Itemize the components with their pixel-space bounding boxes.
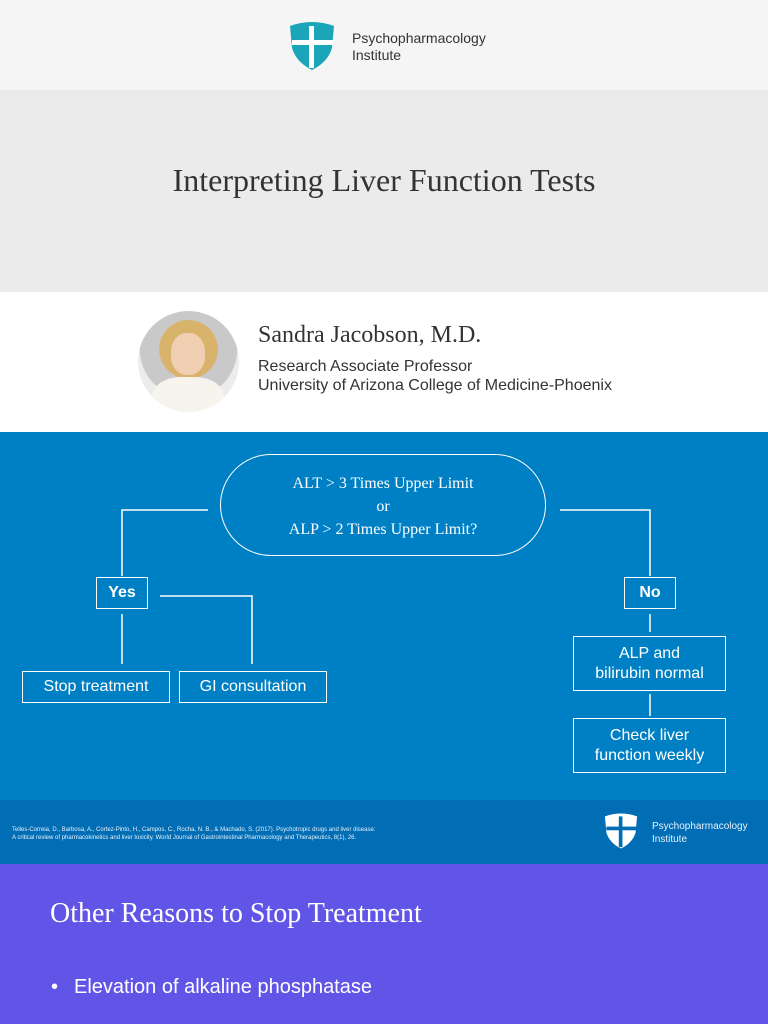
footer-shield-logo-icon (604, 813, 638, 849)
footer-brand: Psychopharmacology Institute (652, 820, 748, 846)
bullet-icon: • (51, 976, 59, 998)
gi-consultation-node: GI consultation (179, 671, 327, 703)
question-line1: ALT > 3 Times Upper Limit (292, 475, 474, 492)
slide-footer: Telles-Correia, D., Barbosa, A., Cortez-… (0, 800, 768, 864)
avatar (138, 311, 239, 412)
yes-node: Yes (96, 577, 148, 609)
page-title: Interpreting Liver Function Tests (172, 162, 596, 198)
citation: Telles-Correia, D., Barbosa, A., Cortez-… (12, 826, 472, 842)
check-liver-weekly-node: Check liver function weekly (573, 718, 726, 773)
next-slide-title: Other Reasons to Stop Treatment (50, 898, 422, 929)
stop-treatment-node: Stop treatment (22, 671, 170, 703)
presenter-card: Sandra Jacobson, M.D. Research Associate… (0, 292, 768, 432)
check-line2: function weekly (594, 747, 705, 764)
decision-question: ALT > 3 Times Upper Limit or ALP > 2 Tim… (220, 454, 546, 556)
check-line1: Check liver (609, 727, 690, 744)
question-line3: ALP > 2 Times Upper Limit? (288, 521, 478, 538)
next-slide: Other Reasons to Stop Treatment • Elevat… (0, 864, 768, 1024)
brand-name: Psychopharmacology Institute (352, 30, 486, 64)
brand-line2: Institute (352, 47, 402, 63)
footer-brand-line1: Psychopharmacology (652, 821, 748, 832)
question-line2: or (376, 498, 390, 515)
citation-line2: A critical review of pharmacokinetics an… (12, 835, 357, 841)
flowchart-connectors (121, 509, 651, 716)
footer-brand-line2: Institute (652, 834, 688, 845)
flowchart-slide: ALT > 3 Times Upper Limit or ALP > 2 Tim… (0, 432, 768, 800)
alp-bilirubin-normal-node: ALP and bilirubin normal (573, 636, 726, 691)
presenter-role: Research Associate Professor (258, 358, 473, 375)
institute-shield-logo-icon (290, 22, 334, 70)
alp-line1: ALP and (618, 645, 681, 662)
title-band: Interpreting Liver Function Tests (0, 90, 768, 292)
alp-line2: bilirubin normal (595, 665, 704, 682)
brand-line1: Psychopharmacology (352, 30, 486, 46)
citation-line1: Telles-Correia, D., Barbosa, A., Cortez-… (12, 827, 376, 833)
bullet-item: Elevation of alkaline phosphatase (74, 976, 372, 998)
site-header: Psychopharmacology Institute (0, 0, 768, 90)
no-node: No (624, 577, 676, 609)
presenter-name: Sandra Jacobson, M.D. (258, 322, 482, 348)
presenter-university: University of Arizona College of Medicin… (258, 377, 612, 394)
